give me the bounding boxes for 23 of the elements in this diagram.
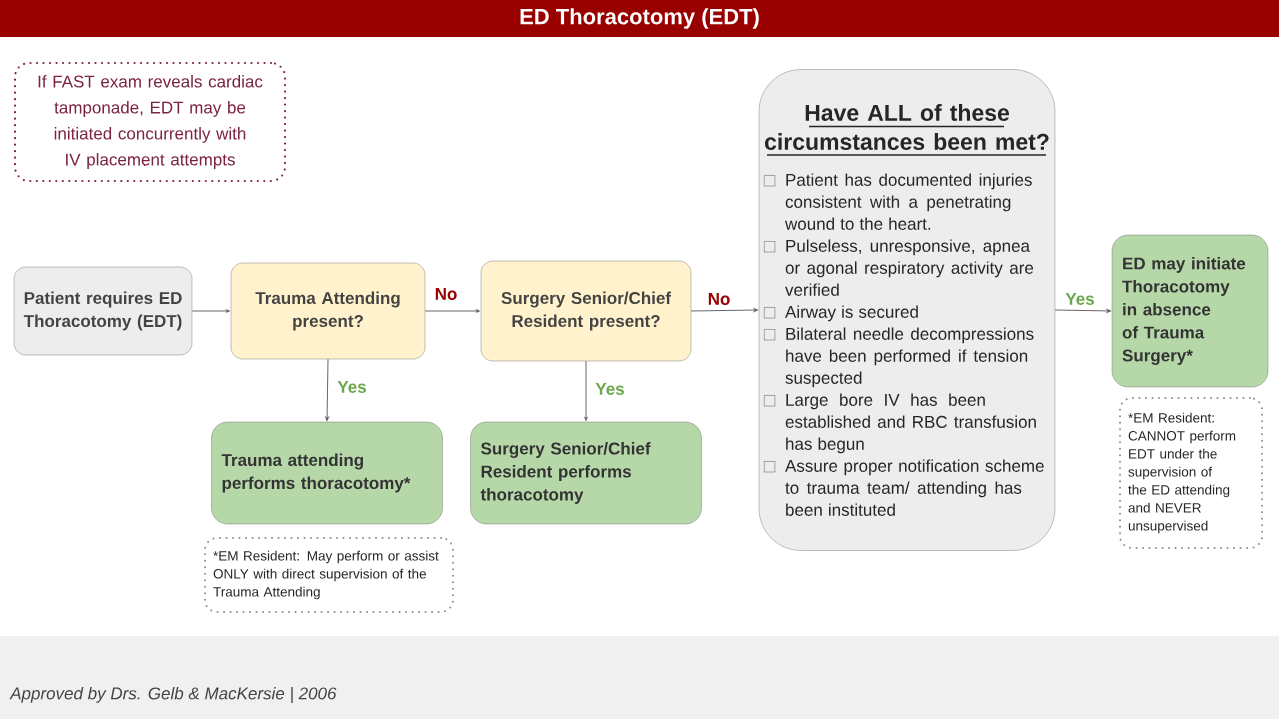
decision-box: Surgery Senior/Chief Resident present?	[480, 260, 692, 362]
checklist-box: Have ALL of these circumstances been met? Patient has documented injuries consistent with a penetrating wound to the heart. Pulseless, unresponsive, apnea or agonal respiratory activity are verified Airway is secured Bilateral needle decompressions have been performed if tension suspected Large bore IV has been established and RBC transfusion has begun Assure proper notification scheme to trauma team/ attending has been instituted	[758, 69, 1056, 551]
note-box: If FAST exam reveals cardiac tamponade, EDT may be initiated concurrently with IV placement attempts	[13, 61, 287, 183]
note-box: *EM Resident: May perform or assist ONLY with direct supervision of the Trauma Attending	[204, 537, 454, 613]
edge-label: No	[433, 287, 459, 301]
approval-note: Approved by Drs. Gelb & MacKersie | 2006	[9, 686, 337, 704]
arrow	[584, 360, 588, 421]
arrow	[191, 309, 230, 313]
arrow	[690, 308, 758, 312]
edge-label: No	[706, 292, 732, 306]
arrow	[325, 358, 329, 421]
decision-box: Trauma Attending present?	[230, 262, 426, 360]
edge-label: Yes	[1064, 292, 1096, 306]
outcome-box: ED may initiate Thoracotomy in absence of Trauma Surgery*	[1111, 234, 1269, 388]
note-box: *EM Resident: CANNOT perform EDT under the supervision of the ED attending and NEVER unsupervised	[1119, 397, 1263, 549]
outcome-box: Surgery Senior/Chief Resident performs thoracotomy	[470, 421, 702, 525]
edge-label: Yes	[336, 380, 368, 394]
edge-label: Yes	[594, 382, 626, 396]
arrow	[1054, 309, 1111, 313]
outcome-box: Trauma attending performs thoracotomy*	[211, 421, 443, 525]
title-bar: ED Thoracotomy (EDT)	[0, 0, 1279, 37]
process-box: Patient requires ED Thoracotomy (EDT)	[13, 266, 193, 356]
arrow	[424, 309, 480, 313]
